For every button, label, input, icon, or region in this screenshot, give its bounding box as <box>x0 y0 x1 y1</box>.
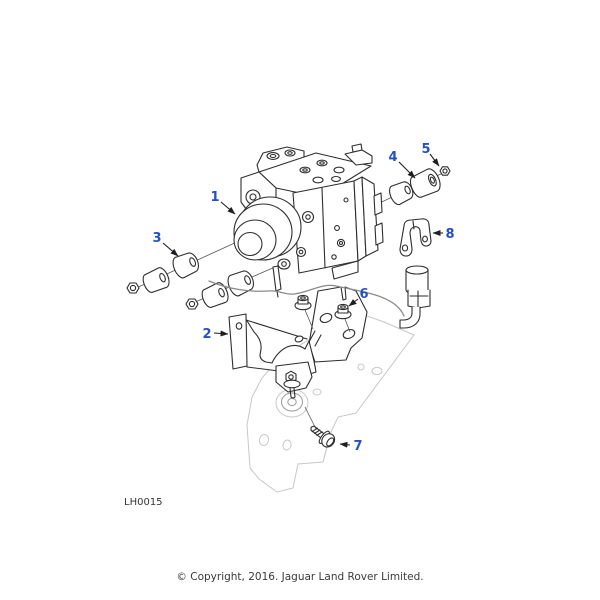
copyright-notice: © Copyright, 2016. Jaguar Land Rover Lim… <box>176 571 424 583</box>
fixing-nut-left <box>294 294 314 330</box>
bracket-slot <box>342 328 356 340</box>
valve-block-face <box>292 180 359 274</box>
harness-connector <box>399 265 431 329</box>
callouts: 1 2 3 4 5 6 7 8 <box>152 142 454 454</box>
abs-module <box>233 143 384 298</box>
spacer-sleeve <box>201 282 229 308</box>
bleed-pipe <box>272 265 282 292</box>
rubber-bushing <box>172 252 199 279</box>
retaining-clip <box>399 218 432 257</box>
leader-3 <box>162 242 179 257</box>
panel-hole <box>258 434 270 446</box>
callout-1[interactable]: 1 <box>210 190 219 205</box>
leader-2 <box>213 330 229 337</box>
rubber-bushing <box>389 181 414 206</box>
bracket-stud <box>283 370 301 399</box>
harness-wire <box>208 280 405 317</box>
vehicle-body-panel <box>246 311 415 493</box>
leader-6 <box>348 298 359 307</box>
bracket-flange <box>228 313 248 370</box>
connector-elbow <box>399 306 421 329</box>
nut-5 <box>439 166 451 176</box>
leader-5 <box>429 153 440 167</box>
fixing-nut-right <box>334 303 352 333</box>
leader-4 <box>398 161 416 179</box>
callout-7[interactable]: 7 <box>353 439 362 454</box>
fixing-bolt <box>304 406 336 448</box>
bracket-slot <box>319 312 333 324</box>
diagram-code: LH0015 <box>124 497 163 508</box>
nut <box>126 282 140 294</box>
callout-4[interactable]: 4 <box>388 150 397 165</box>
nut <box>185 298 199 310</box>
mounting-lug <box>277 258 291 270</box>
insulator-set-right <box>389 166 451 206</box>
callout-8[interactable]: 8 <box>445 227 454 242</box>
rubber-bushing <box>227 270 254 297</box>
leader-1 <box>220 201 236 215</box>
callout-3[interactable]: 3 <box>152 231 161 246</box>
panel-grommet <box>281 392 303 412</box>
spacer-sleeve <box>142 267 170 293</box>
insulator-set-left <box>126 252 254 310</box>
panel-hole <box>282 439 292 451</box>
callout-2[interactable]: 2 <box>202 327 211 342</box>
bracket-flange-hole <box>235 322 243 330</box>
leader-7 <box>339 441 351 448</box>
callout-6[interactable]: 6 <box>359 287 368 302</box>
callout-5[interactable]: 5 <box>421 142 430 157</box>
